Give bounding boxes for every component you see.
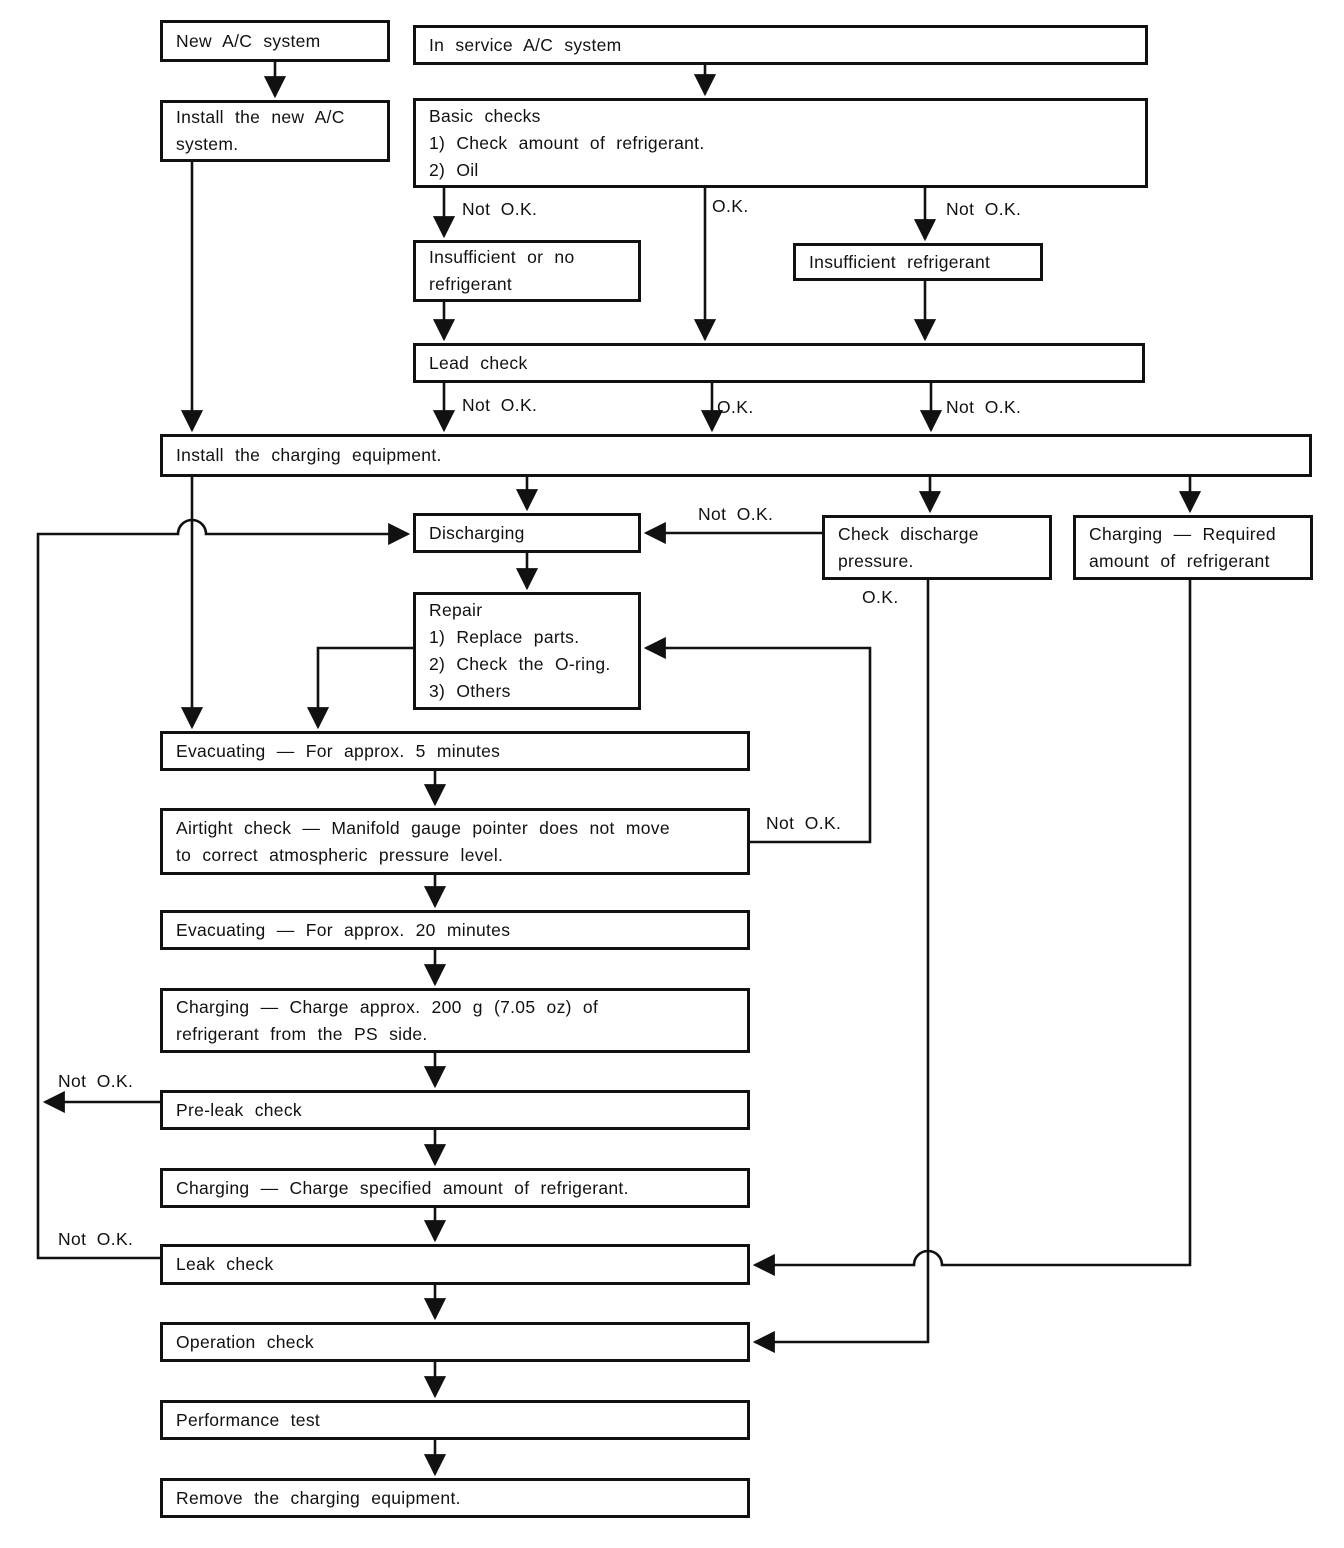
node-repair: Repair 1) Replace parts. 2) Check the O-…: [413, 592, 641, 710]
connector-checkdischarge-ok-to-operation: [752, 580, 930, 1354]
label-not-ok-lead-right: Not O.K.: [946, 397, 1022, 417]
node-install-new-ac: Install the new A/C system.: [160, 100, 390, 162]
node-performance-test: Performance test: [160, 1400, 750, 1440]
label-ok-lead-mid: O.K.: [717, 397, 754, 417]
node-operation-check: Operation check: [160, 1322, 750, 1362]
node-insufficient-refrigerant: Insufficient refrigerant: [793, 243, 1043, 281]
node-discharging: Discharging: [413, 513, 641, 553]
label-ok-basic-mid: O.K.: [712, 196, 749, 216]
node-new-ac-system: New A/C system: [160, 20, 390, 62]
label-ok-check-discharge: O.K.: [862, 587, 899, 607]
node-pre-leak-check: Pre-leak check: [160, 1090, 750, 1130]
node-airtight-check: Airtight check — Manifold gauge pointer …: [160, 808, 750, 875]
node-check-discharge-pressure: Check discharge pressure.: [822, 515, 1052, 580]
node-leak-check: Leak check: [160, 1244, 750, 1285]
connector-repair-to-evacuating5: [306, 646, 413, 730]
label-not-ok-lead-left: Not O.K.: [462, 395, 538, 415]
node-install-charging-equipment: Install the charging equipment.: [160, 434, 1312, 477]
connector-airtight-notok-to-repair: [643, 636, 872, 844]
connector-chargingrequired-to-leak: [752, 580, 1192, 1277]
node-in-service-ac-system: In service A/C system: [413, 25, 1148, 65]
label-not-ok-discharge: Not O.K.: [698, 504, 774, 524]
label-not-ok-basic-left: Not O.K.: [462, 199, 538, 219]
node-remove-charging-equipment: Remove the charging equipment.: [160, 1478, 750, 1518]
label-not-ok-leak: Not O.K.: [58, 1229, 134, 1249]
node-basic-checks: Basic checks 1) Check amount of refriger…: [413, 98, 1148, 188]
node-insufficient-or-no-refrigerant: Insufficient or no refrigerant: [413, 240, 641, 302]
node-evacuating-20-minutes: Evacuating — For approx. 20 minutes: [160, 910, 750, 950]
connector-leftloop-to-discharging: [36, 518, 411, 1260]
node-charging-required-amount: Charging — Required amount of refrigeran…: [1073, 515, 1313, 580]
node-charging-specified: Charging — Charge specified amount of re…: [160, 1168, 750, 1208]
label-not-ok-airtight: Not O.K.: [766, 813, 842, 833]
node-lead-check: Lead check: [413, 343, 1145, 383]
node-evacuating-5-minutes: Evacuating — For approx. 5 minutes: [160, 731, 750, 771]
label-not-ok-basic-right: Not O.K.: [946, 199, 1022, 219]
label-not-ok-pre-leak: Not O.K.: [58, 1071, 134, 1091]
node-charging-200g: Charging — Charge approx. 200 g (7.05 oz…: [160, 988, 750, 1053]
